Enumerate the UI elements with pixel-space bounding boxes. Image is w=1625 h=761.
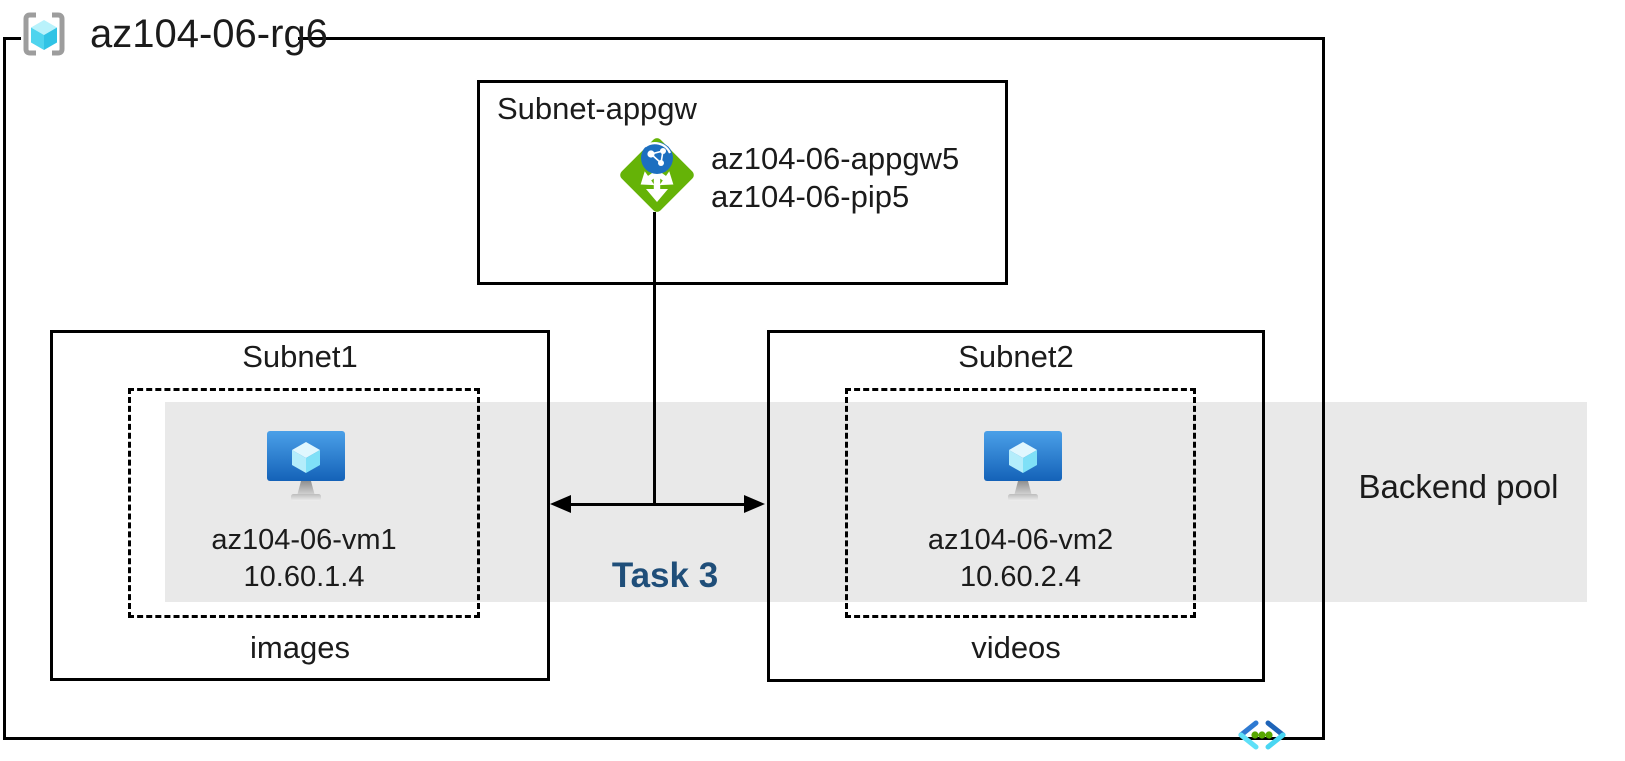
appgw-labels: az104-06-appgw5 az104-06-pip5 xyxy=(711,140,959,216)
backend-pool-band xyxy=(165,402,1587,602)
backend-arrow-shaft xyxy=(566,503,748,506)
arrow-left-head-icon xyxy=(550,495,571,513)
vm2-text: az104-06-vm2 10.60.2.4 xyxy=(848,522,1193,596)
resource-group-icon xyxy=(23,12,65,56)
arrow-right-head-icon xyxy=(744,495,765,513)
subnet2-box: Subnet2 az104-06-vm2 10.60.2.4 videos xyxy=(767,330,1265,682)
resource-group-border-stub xyxy=(3,37,21,40)
subnet1-box: Subnet1 az104-06-vm1 10.60.1.4 images xyxy=(50,330,550,681)
vm1-ip-label: 10.60.1.4 xyxy=(243,561,365,593)
subnet1-caption: images xyxy=(250,630,350,665)
subnet1-dashed-boundary: az104-06-vm1 10.60.1.4 xyxy=(128,388,480,618)
appgw-subnet-box: Subnet-appgw az104 xyxy=(477,80,1008,285)
subnet1-title: Subnet1 xyxy=(242,339,358,374)
application-gateway-icon xyxy=(620,138,694,212)
vm1-text: az104-06-vm1 10.60.1.4 xyxy=(131,522,477,596)
backend-pool-label: Backend pool xyxy=(1358,468,1559,505)
resource-group-box xyxy=(3,37,1325,740)
resource-group-header: az104-06-rg6 xyxy=(20,11,328,57)
subnet2-title: Subnet2 xyxy=(958,339,1074,374)
vm1-name-label: az104-06-vm1 xyxy=(211,524,397,556)
virtual-machine-icon xyxy=(984,431,1062,501)
virtual-network-icon xyxy=(1238,720,1286,750)
appgw-pip-label: az104-06-pip5 xyxy=(711,179,910,214)
virtual-machine-icon xyxy=(267,431,345,501)
appgw-connector-line xyxy=(653,212,656,505)
resource-group-label: az104-06-rg6 xyxy=(90,11,328,56)
subnet2-dashed-boundary: az104-06-vm2 10.60.2.4 xyxy=(845,388,1196,618)
subnet2-caption: videos xyxy=(971,630,1061,665)
appgw-name-label: az104-06-appgw5 xyxy=(711,141,960,176)
appgw-subnet-title: Subnet-appgw xyxy=(497,91,697,126)
resource-group-border-top xyxy=(298,37,1325,40)
task-label: Task 3 xyxy=(611,556,719,595)
vm2-ip-label: 10.60.2.4 xyxy=(960,561,1081,593)
vm2-name-label: az104-06-vm2 xyxy=(927,524,1114,556)
